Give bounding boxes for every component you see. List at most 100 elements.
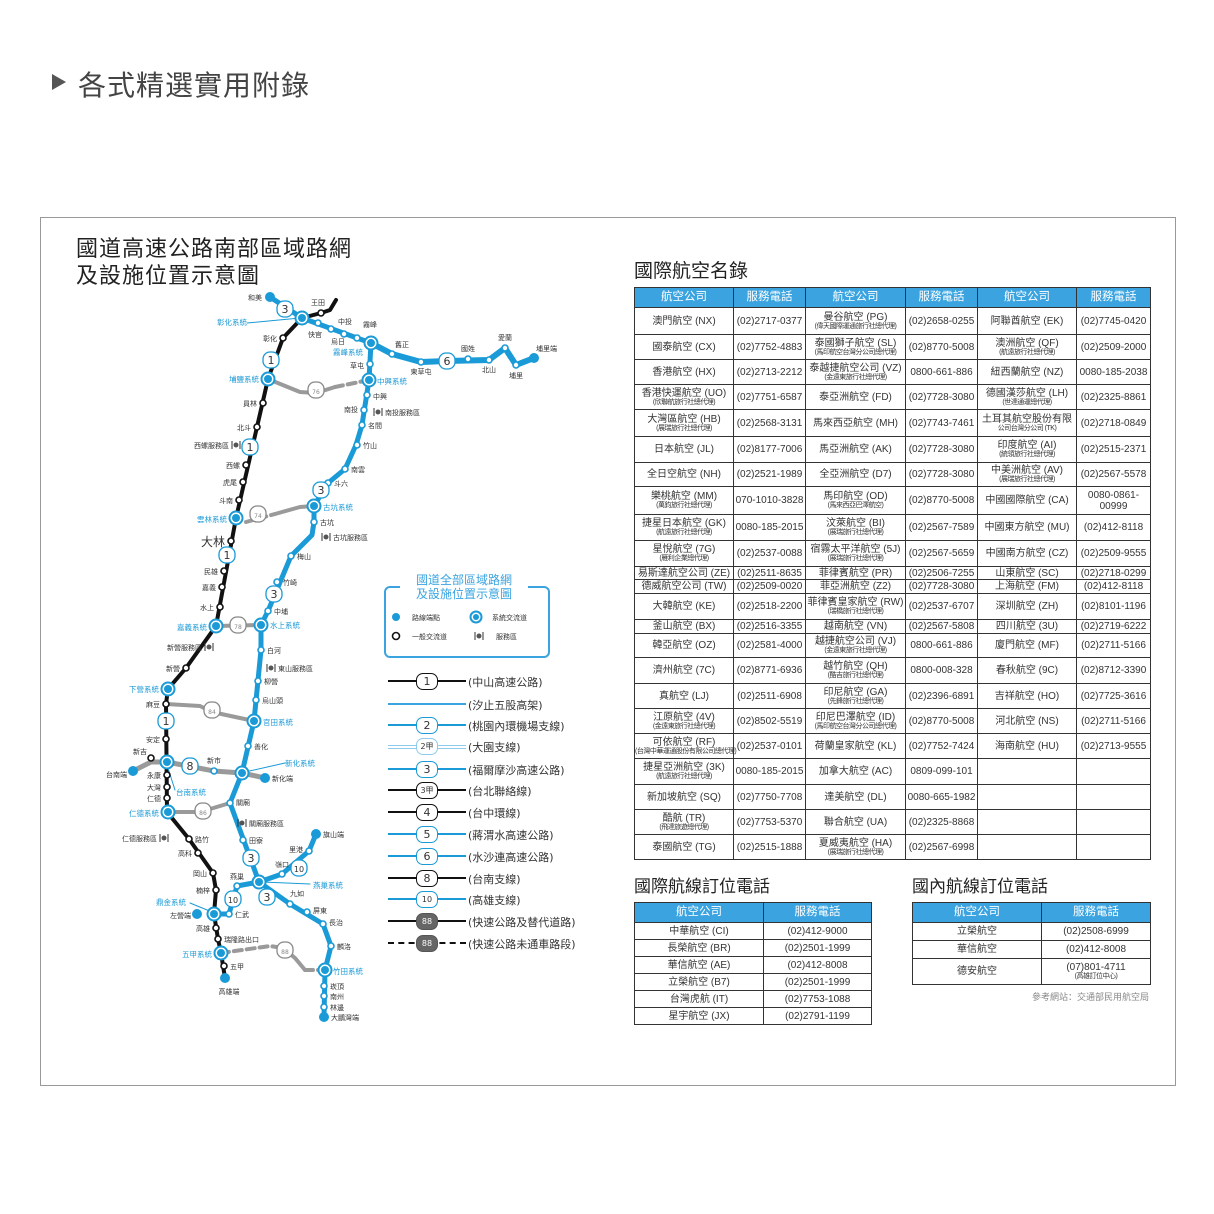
airline-name: 釜山航空 (BX): [652, 621, 716, 632]
station-label: 大鵬灣端: [331, 1013, 359, 1022]
airline-name: 泰國獅子航空 (SL): [814, 337, 897, 349]
table-cell: 德威航空公司 (TW): [634, 579, 734, 594]
table-cell: 吉祥航空 (HO): [977, 683, 1077, 709]
airline-agent: (萬鈞旅行社總代理): [656, 502, 712, 509]
station-label: 嶺口: [275, 861, 289, 869]
table-cell: 江原航空 (4V)(金遠東旅行社總代理): [634, 708, 734, 734]
table-cell: 泰亞洲航空 (FD): [805, 384, 906, 410]
table-cell: (02)7745-0420: [1076, 307, 1151, 335]
table-cell: 釜山航空 (BX): [634, 619, 734, 634]
table-cell: 宿霧太平洋航空 (5J)(展瑞旅行社總代理): [805, 540, 906, 567]
interchange-icon: [220, 962, 228, 970]
cell-phone: 0080-185-2015: [735, 522, 804, 533]
station-label: 草屯: [350, 361, 364, 370]
table-cell: [977, 784, 1077, 810]
table-row: 長榮航空 (BR) (02)2501-1999: [634, 939, 872, 957]
route-shield-number: 74: [254, 513, 262, 520]
airline-name: 日本航空 (JL): [654, 444, 714, 455]
interchange-icon: [317, 309, 325, 317]
interchange-icon: [273, 578, 281, 586]
column-header: 航空公司: [977, 287, 1077, 308]
table-cell: (02)2325-8861: [1076, 384, 1151, 410]
column-header: 服務電話: [905, 287, 978, 308]
system-interchange-dot: [264, 375, 272, 383]
airline-agent: (馬印航空台灣分公司總代理): [814, 722, 897, 730]
route-shield-icon: 3甲: [416, 782, 438, 799]
cell-phone: (02)2501-1999: [784, 942, 851, 954]
interchange-icon: [242, 461, 250, 469]
interchange-icon: [327, 325, 335, 333]
table-cell: (02)8770-5008: [905, 486, 978, 515]
cell-phone: (02)8770-5008: [908, 495, 975, 506]
table-cell: 捷星亞洲航空 (3K)(航遠旅行社總代理): [634, 758, 734, 785]
station-label: 快官: [308, 330, 322, 339]
legend-road-label: (福爾摩沙高速公路): [468, 764, 565, 777]
interchange-icon: [388, 350, 396, 358]
station-label: 大灣: [147, 783, 161, 792]
airline-name: 越竹航空 (QH): [823, 661, 888, 672]
table-row: 中華航空 (CI)(02)412-9000: [634, 922, 872, 940]
table-cell: 印尼巴澤航空 (ID)(馬印航空台灣分公司總代理): [805, 708, 906, 734]
interchange-icon: [239, 478, 247, 486]
map-title-line1: 國道高速公路南部區域路網: [76, 237, 353, 262]
route-shield-number: 6: [444, 355, 451, 368]
intl-airline-table: 航空公司服務電話航空公司服務電話航空公司服務電話澳門航空 (NX)(02)271…: [634, 287, 1151, 860]
table-cell: (02)2325-8868: [905, 809, 978, 835]
station-label: 楠梓: [196, 886, 210, 895]
interchange-icon: [501, 344, 509, 352]
interchange-icon: [233, 882, 241, 890]
station-label: 林邊: [330, 1003, 344, 1012]
cell-phone: (02)2515-2371: [1080, 444, 1147, 455]
interchange-icon: [194, 849, 202, 857]
table-cell: 樂桃航空 (MM)(萬鈞旅行社總代理): [634, 486, 734, 515]
airline-name: 印尼航空 (GA): [823, 686, 888, 698]
system-interchange-dot: [298, 314, 306, 322]
table-cell: 四川航空 (3U): [977, 619, 1077, 634]
cell-phone: 0800-661-886: [910, 640, 973, 651]
cell-phone: (02)2509-0020: [736, 581, 803, 592]
station-label: 柳營: [264, 677, 278, 686]
cell-phone: (02)2508-6999: [1063, 926, 1129, 937]
table-cell: 達美航空 (DL): [805, 784, 906, 810]
cell-phone: (02)2567-5808: [908, 621, 975, 632]
station-label: 岡山: [193, 869, 207, 878]
legend-title-line1: 國道全部區域路網: [415, 573, 512, 587]
cell-phone: (02)2711-5166: [1081, 715, 1146, 727]
airline-name: 長榮航空 (BR): [667, 942, 731, 954]
table-row: 立榮航空 (B7)(02)2501-1999: [634, 973, 872, 991]
cell-phone: (02)2518-2200: [736, 601, 803, 612]
cell-phone: (02)8770-5008: [908, 715, 975, 727]
legend-road-label: (水沙連高速公路): [468, 851, 554, 864]
cell-phone: 0080-185-2015: [735, 766, 804, 777]
table-cell: 全日空航空 (NH): [634, 462, 734, 487]
cell-phone: (02)2509-2000: [1080, 341, 1147, 353]
cell-name: (07)801-4711: [1066, 962, 1126, 973]
table-cell: 印尼航空 (GA)(先鋒旅行社總代理): [805, 683, 906, 709]
column-header: 服務電話: [1076, 287, 1151, 308]
table-cell: 國泰航空 (CX): [634, 334, 734, 360]
station-label: 東草屯: [411, 367, 432, 376]
station-label: 燕巢系統: [313, 880, 343, 890]
table-cell: (02)2567-5808: [905, 619, 978, 634]
cell-phone: (02)2537-0088: [736, 548, 803, 559]
interchange-icon: [279, 334, 287, 342]
interchange-icon: [320, 1003, 328, 1011]
station-label: 善化: [254, 742, 268, 751]
service-area-label: 新營服務區: [167, 643, 202, 652]
legend-road-label: (汐止五股高架): [468, 699, 543, 712]
station-label: 永康: [147, 771, 161, 780]
cell-phone: (02)2658-0255: [908, 315, 975, 327]
station-label: 烏日: [331, 337, 345, 346]
cell-phone: (02)7728-3080: [908, 391, 975, 403]
table-cell: 可依航空 (RF)(台灣中華運通股份有限公司總代理): [634, 733, 737, 759]
airline-agent: (航遠旅行社總代理): [656, 529, 712, 536]
table-cell: 星宇航空 (JX): [634, 1007, 764, 1025]
system-interchange-dot: [210, 910, 218, 918]
station-label: 竹崎: [283, 578, 297, 587]
station-label: 左營端: [170, 911, 191, 920]
route-shield-icon: [203, 701, 221, 719]
